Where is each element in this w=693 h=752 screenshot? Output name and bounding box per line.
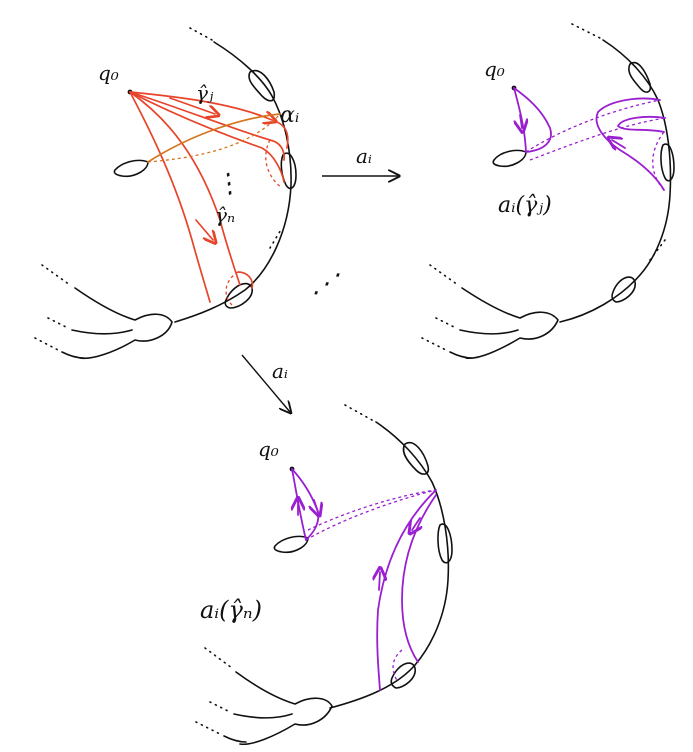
panel-image-gamma-j: q₀ aᵢ(γ̂ⱼ) (421, 23, 675, 360)
tube-dots-2-3 (421, 337, 447, 351)
tube-dots-3-2 (209, 701, 231, 713)
label-image-gamma-j: aᵢ(γ̂ⱼ) (498, 193, 552, 218)
tube-3-1 (235, 671, 333, 746)
curve-red-lower-end (237, 271, 254, 289)
vertical-dots: ⋮ (210, 166, 245, 203)
handle-top (248, 69, 276, 102)
diagonal-dots: ⋰ (312, 269, 340, 299)
tube-3-2 (233, 713, 293, 719)
curve-gamma-j-arrow (169, 97, 215, 114)
curve-image-j-dashed-3 (652, 131, 665, 191)
curve-image-n-loop (291, 468, 320, 541)
curve-red-3 (129, 91, 241, 286)
tube-dots-2-1 (429, 264, 459, 286)
curve-image-n-dashed-1 (305, 489, 437, 541)
curve-gamma-n (129, 91, 211, 303)
boundary-dots-top-3 (344, 404, 373, 421)
curve-gamma-n-arrow (195, 219, 213, 240)
curve-gamma-j-upper (129, 91, 289, 149)
curve-image-j-loop (513, 87, 552, 153)
tube-dots-2-2 (435, 317, 457, 329)
handle-lower-2 (611, 276, 636, 303)
label-basepoint: q₀ (98, 61, 119, 85)
tube-2-2 (459, 329, 519, 335)
boundary-dots-right (269, 227, 283, 249)
curve-alpha-i (147, 113, 281, 163)
surface-boundary-3 (329, 421, 450, 709)
curve-image-n-return (291, 468, 307, 541)
tube-dots-2 (47, 317, 69, 329)
boundary-dots-right-2 (649, 239, 666, 261)
tube-dots-3 (34, 337, 59, 351)
boundary-hole (113, 159, 149, 178)
boundary-hole-2 (492, 149, 527, 168)
curve-image-n-arrow-4 (412, 517, 420, 530)
tube-dots-3-3 (195, 721, 221, 735)
tube-3 (61, 351, 85, 359)
curve-alpha-i-dashed (147, 113, 281, 163)
curve-red-5 (129, 91, 285, 183)
tube-2-3 (449, 351, 473, 359)
handle-lower-3 (390, 662, 416, 689)
panel-original: q₀ γ̂ⱼ αᵢ γ̂ₙ ⋮ (34, 27, 299, 360)
curve-red-2 (129, 91, 285, 161)
tube-1 (74, 287, 173, 360)
curve-image-j-dashed-1 (525, 99, 661, 153)
label-alpha-i: αᵢ (280, 103, 299, 128)
label-gamma-n: γ̂ₙ (215, 203, 235, 227)
tube-dots-3-1 (204, 647, 233, 669)
handle-alpha (280, 152, 297, 190)
tube-2 (71, 329, 133, 335)
handle-top-2 (628, 61, 652, 93)
handle-alpha-3 (437, 523, 453, 564)
curve-image-n-dashed-3 (392, 649, 403, 683)
label-image-gamma-n: aᵢ(γ̂ₙ) (200, 596, 262, 624)
label-gamma-j: γ̂ⱼ (196, 81, 214, 105)
label-map-down: aᵢ (272, 359, 288, 383)
curve-image-j-arrow (520, 114, 522, 128)
curve-image-j-arrow-2 (612, 140, 626, 148)
panel-image-gamma-n: q₀ aᵢ(γ̂ₙ) (195, 404, 453, 746)
curve-image-j-dashed-2 (529, 117, 666, 161)
label-basepoint-3: q₀ (258, 437, 279, 461)
tube-2-1 (461, 287, 559, 360)
handle-alpha-2 (660, 143, 675, 182)
curve-image-n-dashed-2 (307, 489, 437, 531)
map-arrow-down (241, 354, 290, 412)
boundary-dots-top-2 (571, 23, 601, 39)
handle-top-3 (402, 441, 430, 475)
curve-red-dashed-alpha (265, 139, 283, 189)
label-basepoint-2: q₀ (484, 57, 505, 81)
curve-image-j-right (595, 97, 665, 191)
tube-dots-1 (41, 264, 71, 286)
curve-red-dashed-lower (225, 271, 239, 306)
curve-image-n-outer (376, 489, 437, 691)
curve-image-j-inner (616, 115, 666, 133)
curve-image-n-arrow-3 (379, 572, 380, 591)
label-map-right: aᵢ (356, 144, 372, 168)
surface-boundary-2 (559, 39, 672, 323)
boundary-hole-3 (273, 535, 309, 554)
curve-image-n-arrow-2 (314, 499, 318, 512)
boundary-dots-top (189, 27, 213, 41)
surface-boundary (174, 41, 292, 323)
tube-3-3 (223, 735, 247, 743)
